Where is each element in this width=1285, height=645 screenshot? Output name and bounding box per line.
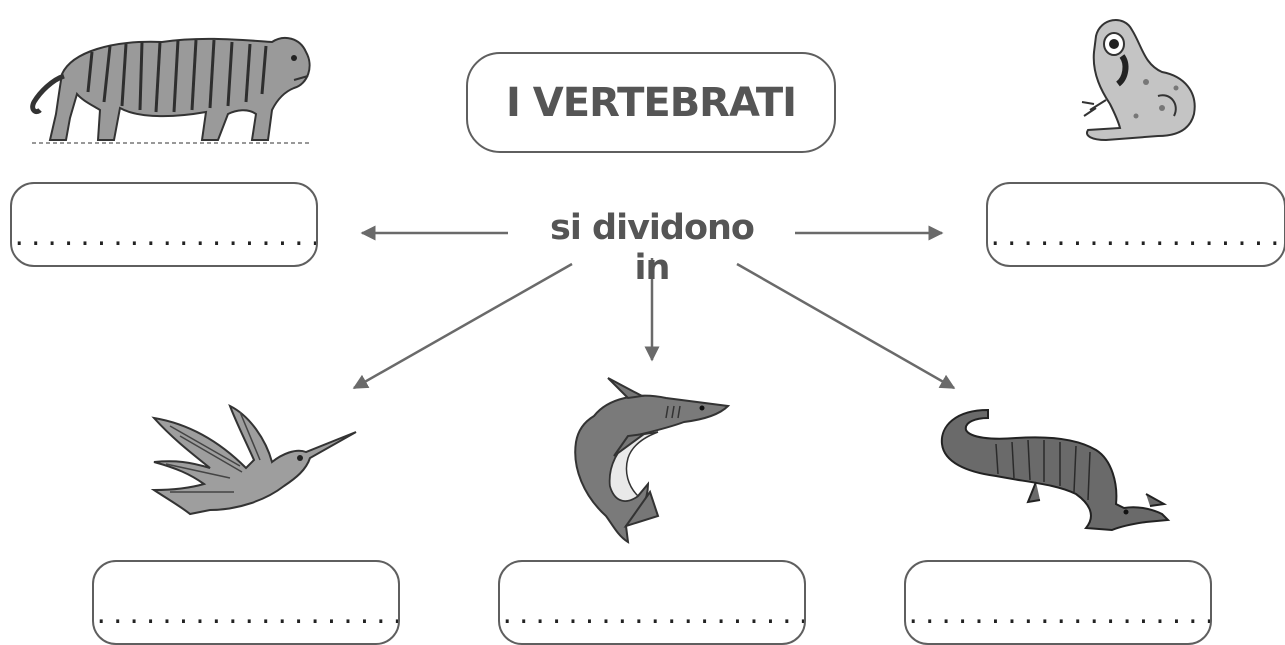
blank-frog: ........................	[988, 223, 1284, 251]
answer-box-tiger[interactable]: ........................	[10, 182, 318, 267]
arrow-down-left	[352, 262, 573, 390]
arrow-down-right	[736, 262, 956, 390]
answer-box-frog[interactable]: ........................	[986, 182, 1285, 267]
blank-tiger: ........................	[12, 223, 316, 251]
tiger-icon	[30, 36, 312, 144]
shark-icon	[574, 377, 731, 544]
blank-hummingbird: ........................	[94, 601, 398, 629]
connector-label: si dividono in	[550, 208, 755, 288]
title-box: I VERTEBRATI	[466, 52, 836, 153]
hummingbird-icon	[150, 403, 357, 516]
frog-icon	[1081, 19, 1196, 142]
answer-box-crocodile[interactable]: ........................	[904, 560, 1212, 645]
answer-box-shark[interactable]: ........................	[498, 560, 806, 645]
blank-shark: ........................	[500, 601, 804, 629]
page-title: I VERTEBRATI	[505, 79, 797, 126]
blank-crocodile: ........................	[906, 601, 1210, 629]
crocodile-icon	[940, 408, 1171, 532]
answer-box-hummingbird[interactable]: ........................	[92, 560, 400, 645]
